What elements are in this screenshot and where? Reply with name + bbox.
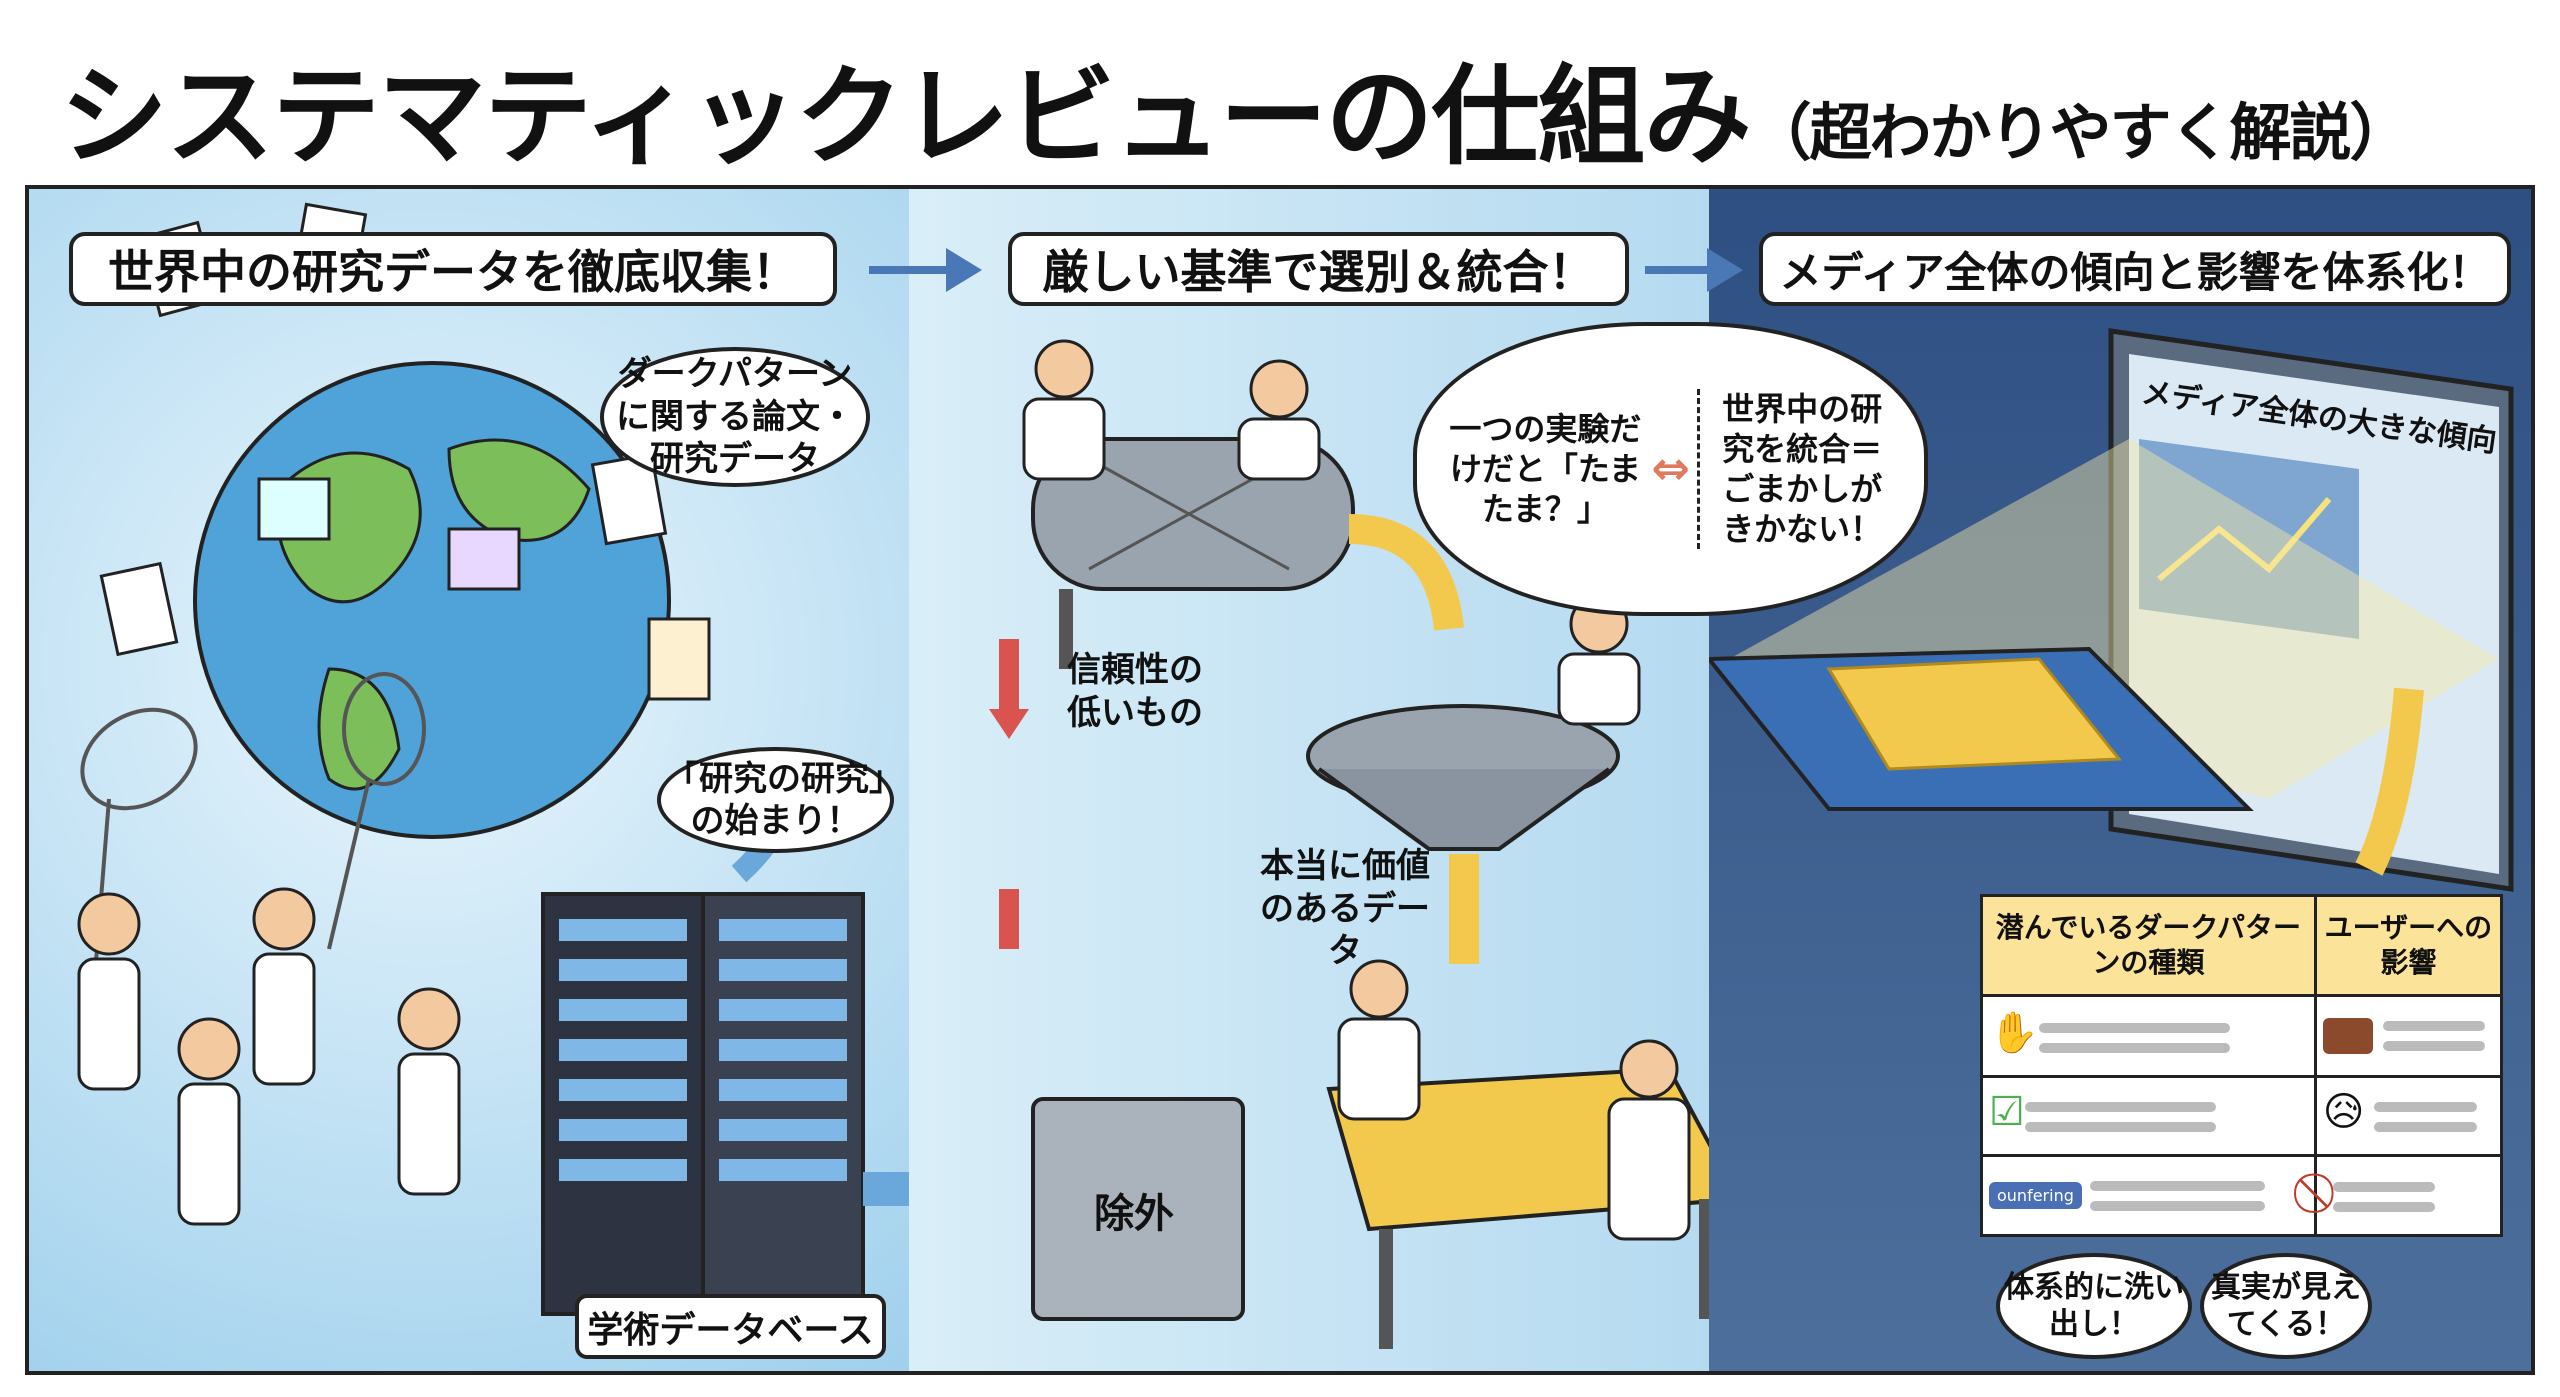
worried-face-icon: 😥	[2322, 1089, 2365, 1136]
speech-bubble-papers: ダークパターンに関する論文・研究データ	[600, 347, 870, 487]
step3-header: メディア全体の傾向と影響を体系化！	[1759, 232, 2511, 306]
step1-header: 世界中の研究データを徹底収集！	[69, 232, 837, 306]
monitor-illustration	[1709, 328, 2514, 892]
table-header-impact: ユーザーへの影響	[2313, 894, 2504, 997]
valuable-data-label: 本当に価値のあるデータ	[1260, 846, 1430, 971]
table-row: ☑ 😥	[1980, 1074, 2504, 1158]
double-arrow-icon: ⇔	[1651, 441, 1690, 496]
button-icon: ounfering	[1989, 1182, 2082, 1210]
bubble-single-experiment: 一つの実験だけだと「たまたま？」	[1449, 410, 1642, 528]
checkbox-checked-icon: ☑	[1989, 1089, 2025, 1136]
panel-collect: ダークパターンに関する論文・研究データ 「研究の研究」の始まり！ 学術データベー…	[29, 189, 909, 1371]
dark-pattern-table: 潜んでいるダークパターンの種類ユーザーへの影響 ✋ ☑ 😥 ounfering …	[1980, 894, 2504, 1237]
database-label: 学術データベース	[575, 1294, 886, 1359]
filter-illustration	[989, 339, 1709, 1349]
speech-bubble-meta-research: 「研究の研究」の始まり！	[657, 747, 894, 853]
step2-header: 厳しい基準で選別＆統合！	[1008, 232, 1629, 306]
panel-systematize: メディア全体の大きな傾向 潜んでいるダークパターンの種類ユーザーへの影響 ✋ ☑…	[1709, 189, 2531, 1371]
wallet-icon	[2322, 1017, 2373, 1054]
speech-bubble-comparison: 一つの実験だけだと「たまたま？」 ⇔ 世界中の研究を統合＝ごまかしがきかない！	[1413, 322, 1928, 616]
arrow-right-icon	[1645, 248, 1743, 292]
exclude-label: 除外	[1094, 1191, 1174, 1237]
trash-bin	[1031, 1097, 1245, 1321]
panel-screen: 一つの実験だけだと「たまたま？」 ⇔ 世界中の研究を統合＝ごまかしがきかない！ …	[909, 189, 1928, 1371]
table-row: ✋	[1980, 993, 2504, 1078]
speech-bubble-systematic: 体系的に洗い出し！	[1996, 1253, 2192, 1359]
arrow-right-icon	[869, 248, 982, 292]
title-sub: （超わかりやすく解説）	[1749, 96, 2412, 169]
page-title: システマティックレビューの仕組み（超わかりやすく解説）	[60, 30, 2412, 186]
low-reliability-label: 信頼性の低いもの	[1067, 650, 1203, 733]
bubble-integration: 世界中の研究を統合＝ごまかしがきかない！	[1697, 389, 1894, 549]
speech-bubble-truth: 真実が見えてくる！	[2200, 1253, 2372, 1359]
grabbing-hand-icon: ✋	[1989, 1009, 2039, 1056]
title-main: システマティックレビューの仕組み	[60, 55, 1752, 180]
table-header-types: 潜んでいるダークパターンの種類	[1980, 894, 2317, 997]
illustration-frame: ダークパターンに関する論文・研究データ 「研究の研究」の始まり！ 学術データベー…	[25, 185, 2535, 1375]
table-row: ounfering ⃠	[1980, 1154, 2504, 1237]
